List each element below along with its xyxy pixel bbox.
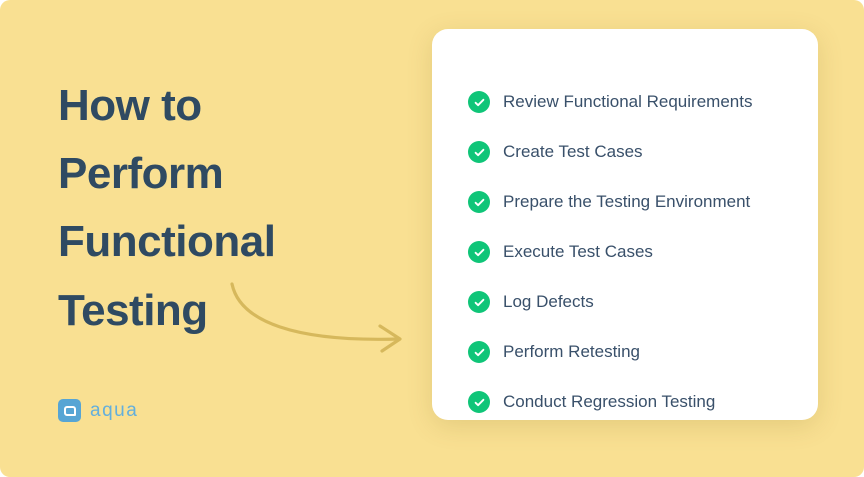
- check-circle-icon: [468, 141, 490, 163]
- aqua-logo[interactable]: aqua: [58, 399, 138, 422]
- list-item: Prepare the Testing Environment: [468, 177, 794, 227]
- aqua-logo-mark-icon: [58, 399, 81, 422]
- check-circle-icon: [468, 191, 490, 213]
- list-item-label: Perform Retesting: [503, 341, 640, 361]
- list-item-label: Conduct Regression Testing: [503, 391, 716, 411]
- list-item-label: Review Functional Requirements: [503, 91, 753, 111]
- check-circle-icon: [468, 241, 490, 263]
- list-item: Review Functional Requirements: [468, 77, 794, 127]
- list-item-label: Log Defects: [503, 291, 594, 311]
- page-title: How to Perform Functional Testing: [58, 81, 276, 335]
- list-item: Log Defects: [468, 277, 794, 327]
- check-circle-icon: [468, 391, 490, 413]
- list-item-label: Execute Test Cases: [503, 241, 653, 261]
- list-item: Conduct Regression Testing: [468, 377, 794, 427]
- list-item: Execute Test Cases: [468, 227, 794, 277]
- list-item: Create Test Cases: [468, 127, 794, 177]
- check-circle-icon: [468, 91, 490, 113]
- list-item-label: Create Test Cases: [503, 141, 643, 161]
- left-panel: How to Perform Functional Testing aqua: [58, 81, 402, 422]
- list-item-label: Prepare the Testing Environment: [503, 191, 751, 211]
- aqua-logo-text: aqua: [90, 399, 139, 421]
- checklist-card: Review Functional Requirements Create Te…: [432, 29, 818, 420]
- check-circle-icon: [468, 341, 490, 363]
- list-item: Perform Retesting: [468, 327, 794, 377]
- check-circle-icon: [468, 291, 490, 313]
